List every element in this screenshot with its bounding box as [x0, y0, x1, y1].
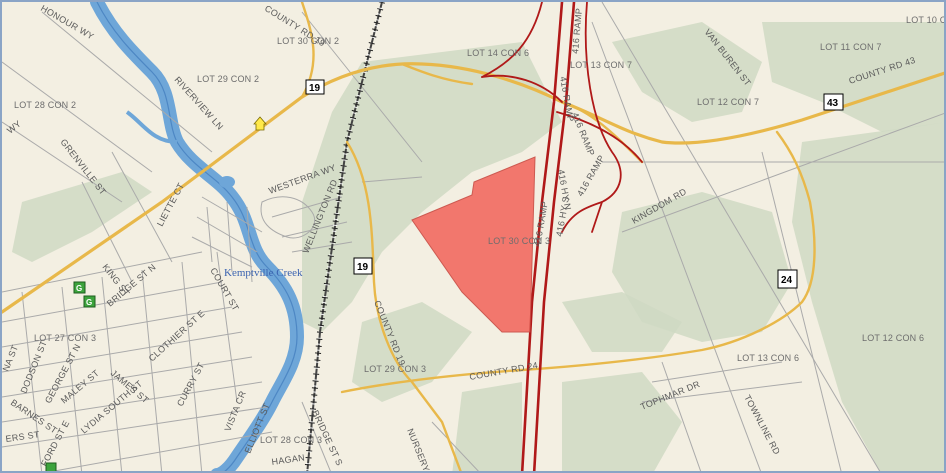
railway: [304, 2, 385, 471]
highway-416: [481, 2, 643, 471]
road-label: ERS ST: [5, 429, 41, 444]
route-shield-19-south: 19: [353, 257, 373, 275]
route-shield-19-north: 19: [305, 79, 325, 95]
lot-label: LOT 29 CON 2: [197, 74, 259, 84]
lot-labels: LOT 30 CON 2 LOT 29 CON 2 LOT 28 CON 2 L…: [14, 15, 946, 445]
lot-label: LOT 28 CON 2: [14, 100, 76, 110]
route-shield-24: 24: [777, 269, 798, 289]
marker-g-2[interactable]: G: [83, 295, 96, 308]
route-shield-43: 43: [823, 93, 844, 111]
highlighted-parcel[interactable]: [411, 156, 536, 333]
lot-label: LOT 13 CON 7: [570, 60, 632, 70]
marker-label: G: [86, 298, 92, 307]
shield-text: 19: [309, 83, 321, 94]
lot-label: LOT 13 CON 6: [737, 353, 799, 363]
lot-label: LOT 12 CON 6: [862, 333, 924, 343]
shield-text: 19: [357, 262, 369, 273]
road-label: HAGAN: [271, 452, 306, 467]
poi-arrow-icon[interactable]: [253, 116, 267, 131]
road-label: 416 RAMP: [570, 8, 584, 55]
lot-label: LOT 10 C: [906, 15, 946, 25]
lot-label: LOT 14 CON 6: [467, 48, 529, 58]
water-label: Kemptville Creek: [224, 267, 303, 279]
lot-label: LOT 29 CON 3: [364, 364, 426, 374]
marker-label: G: [76, 284, 82, 293]
lot-label: LOT 28 CON 3: [260, 435, 322, 445]
lot-label: LOT 11 CON 7: [820, 42, 882, 52]
marker-g-1[interactable]: G: [73, 281, 86, 294]
lot-label: LOT 12 CON 7: [697, 97, 759, 107]
lot-label: LOT 30 CON 3: [488, 236, 550, 246]
shield-text: 24: [781, 275, 793, 286]
kemptville-creek: [90, 2, 305, 471]
lot-label: LOT 27 CON 3: [34, 333, 96, 343]
marker-square-icon[interactable]: [45, 462, 57, 473]
shield-text: 43: [827, 98, 839, 109]
lot-label: LOT 30 CON 2: [277, 36, 339, 46]
